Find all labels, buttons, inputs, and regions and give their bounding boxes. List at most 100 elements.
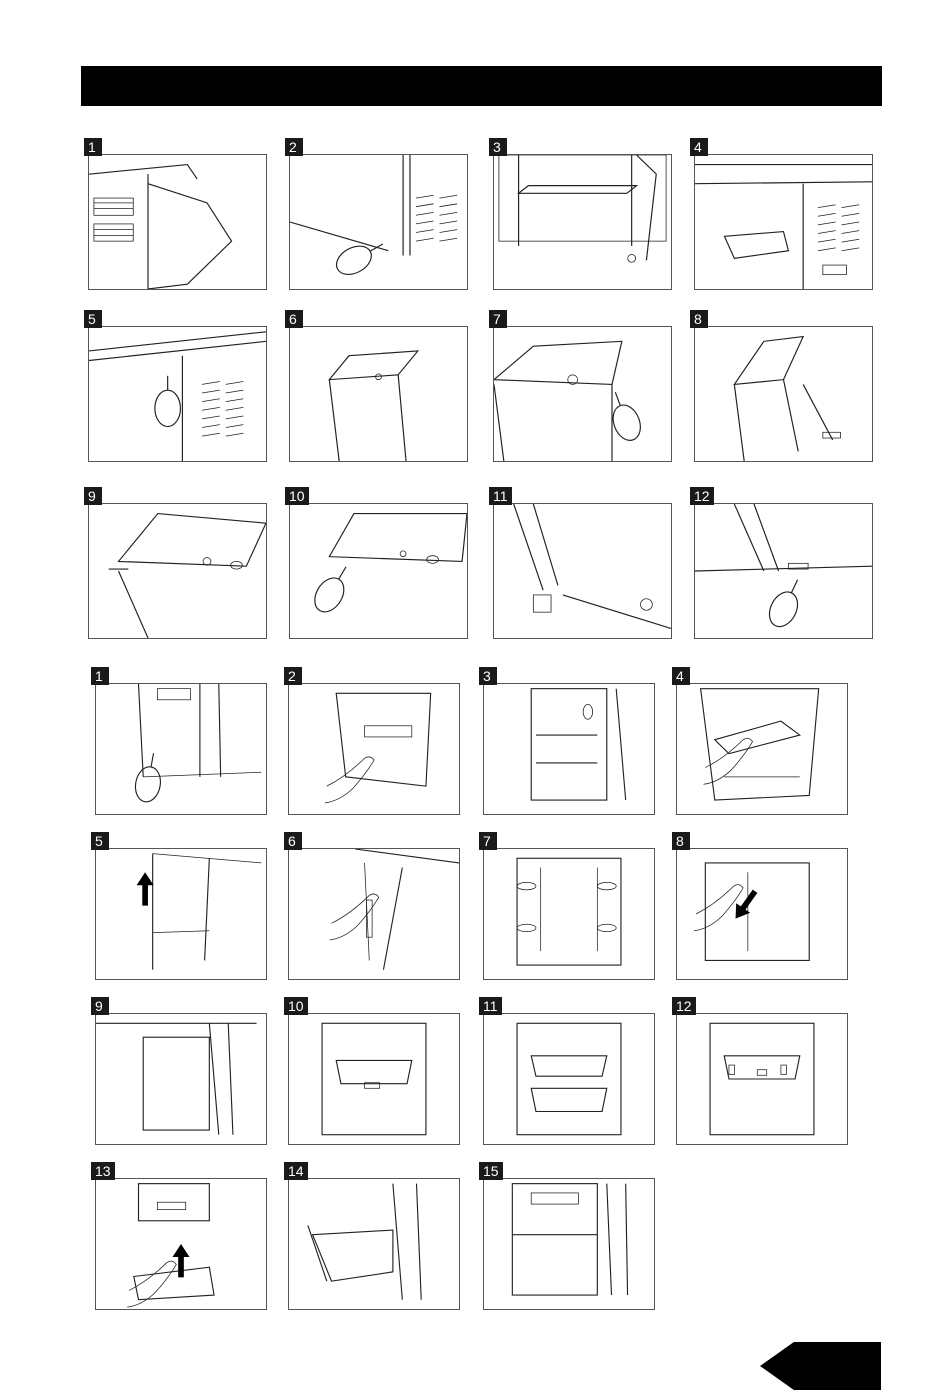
step-number-badge: 5 [91,832,109,850]
step-number-badge: 14 [284,1162,308,1180]
step-illustration-frame [493,326,672,462]
hand-rail-clip-icon [289,849,459,979]
hand-open-door-icon [289,684,459,814]
step-illustration-frame [95,1013,267,1145]
step-illustration-frame [694,154,873,290]
step-illustration-frame [289,154,468,290]
step-illustration-frame [88,154,267,290]
step-illustration-frame [289,326,468,462]
step-illustration-frame [95,848,267,980]
screwdriver-door-corner-icon [290,504,467,638]
rail-screws-icon [484,849,654,979]
step-illustration-frame [676,1013,848,1145]
drawer-pulled-out-icon [289,1179,459,1309]
step-illustration-frame [289,503,468,639]
hinge-pin-removal-icon [695,327,872,461]
step-number-badge: 1 [91,667,109,685]
hand-remove-shelf-icon [677,684,847,814]
step-number-badge: 6 [284,832,302,850]
step-number-badge: 9 [84,487,102,505]
drawer-install-step-10: 10 [284,997,460,1145]
step-illustration-frame [483,1013,655,1145]
step-number-badge: 1 [84,138,102,156]
drawer-install-step-14: 14 [284,1162,460,1310]
step-illustration-frame [95,1178,267,1310]
step-number-badge: 4 [672,667,690,685]
step-number-badge: 4 [690,138,708,156]
step-illustration-frame [676,683,848,815]
screwdriver-door-top-icon [494,327,671,461]
step-number-badge: 5 [84,310,102,328]
step-number-badge: 8 [672,832,690,850]
door-reversal-step-5: 5 [84,310,267,462]
open-door-cabinet-icon [89,155,266,289]
door-closed-icon [96,684,266,814]
step-illustration-frame [694,503,873,639]
step-number-badge: 11 [489,487,512,505]
drawers-closed-icon [484,1179,654,1309]
step-illustration-frame [88,503,267,639]
drawer-install-step-2: 2 [284,667,460,815]
arrow-up-drawer-icon [96,1179,266,1309]
drawer-clips-icon [677,1014,847,1144]
arrow-up-rail-icon [96,849,266,979]
step-number-badge: 12 [672,997,696,1015]
step-number-badge: 3 [489,138,507,156]
empty-cabinet-icon [96,1014,266,1144]
screwdriver-bottom-hinge-icon [290,155,467,289]
door-reversal-step-2: 2 [285,138,468,290]
step-number-badge: 15 [479,1162,503,1180]
shelf-removed-icon [695,155,872,289]
door-reversal-step-3: 3 [489,138,672,290]
drawer-install-step-4: 4 [672,667,848,815]
door-reversal-step-7: 7 [489,310,672,462]
door-reversal-step-8: 8 [690,310,873,462]
step-illustration-frame [676,848,848,980]
drawer-install-step-8: 8 [672,832,848,980]
step-illustration-frame [88,326,267,462]
cabinet-interior-shelf-icon [494,155,671,289]
arrow-down-rail-icon [677,849,847,979]
hinge-pin-insert-icon [89,504,266,638]
two-drawers-icon [484,1014,654,1144]
drawer-install-step-12: 12 [672,997,848,1145]
step-number-badge: 7 [479,832,497,850]
door-reversal-step-6: 6 [285,310,468,462]
drawer-install-step-1: 1 [91,667,267,815]
step-number-badge: 2 [284,667,302,685]
step-illustration-frame [288,683,460,815]
step-illustration-frame [483,848,655,980]
step-number-badge: 6 [285,310,303,328]
step-illustration-frame [288,848,460,980]
step-illustration-frame [288,1013,460,1145]
drawer-install-step-3: 3 [479,667,655,815]
drawer-install-step-9: 9 [91,997,267,1145]
step-number-badge: 10 [284,997,308,1015]
step-number-badge: 12 [690,487,714,505]
step-number-badge: 8 [690,310,708,328]
bottom-hinge-bracket-icon [494,504,671,638]
door-top-view-icon [290,327,467,461]
drawer-install-icon [289,1014,459,1144]
step-illustration-frame [288,1178,460,1310]
step-number-badge: 9 [91,997,109,1015]
drawer-install-step-7: 7 [479,832,655,980]
step-number-badge: 7 [489,310,507,328]
drawer-install-step-15: 15 [479,1162,655,1310]
door-reversal-step-12: 12 [690,487,873,639]
drawer-install-step-6: 6 [284,832,460,980]
step-illustration-frame [95,683,267,815]
drawer-install-step-5: 5 [91,832,267,980]
step-illustration-frame [483,1178,655,1310]
screwdriver-top-screw-icon [89,327,266,461]
door-reversal-step-9: 9 [84,487,267,639]
drawer-install-step-13: 13 [91,1162,267,1310]
step-illustration-frame [493,154,672,290]
step-illustration-frame [483,683,655,815]
door-reversal-step-4: 4 [690,138,873,290]
step-number-badge: 13 [91,1162,115,1180]
step-number-badge: 3 [479,667,497,685]
drawer-install-step-11: 11 [479,997,655,1145]
step-illustration-frame [694,326,873,462]
